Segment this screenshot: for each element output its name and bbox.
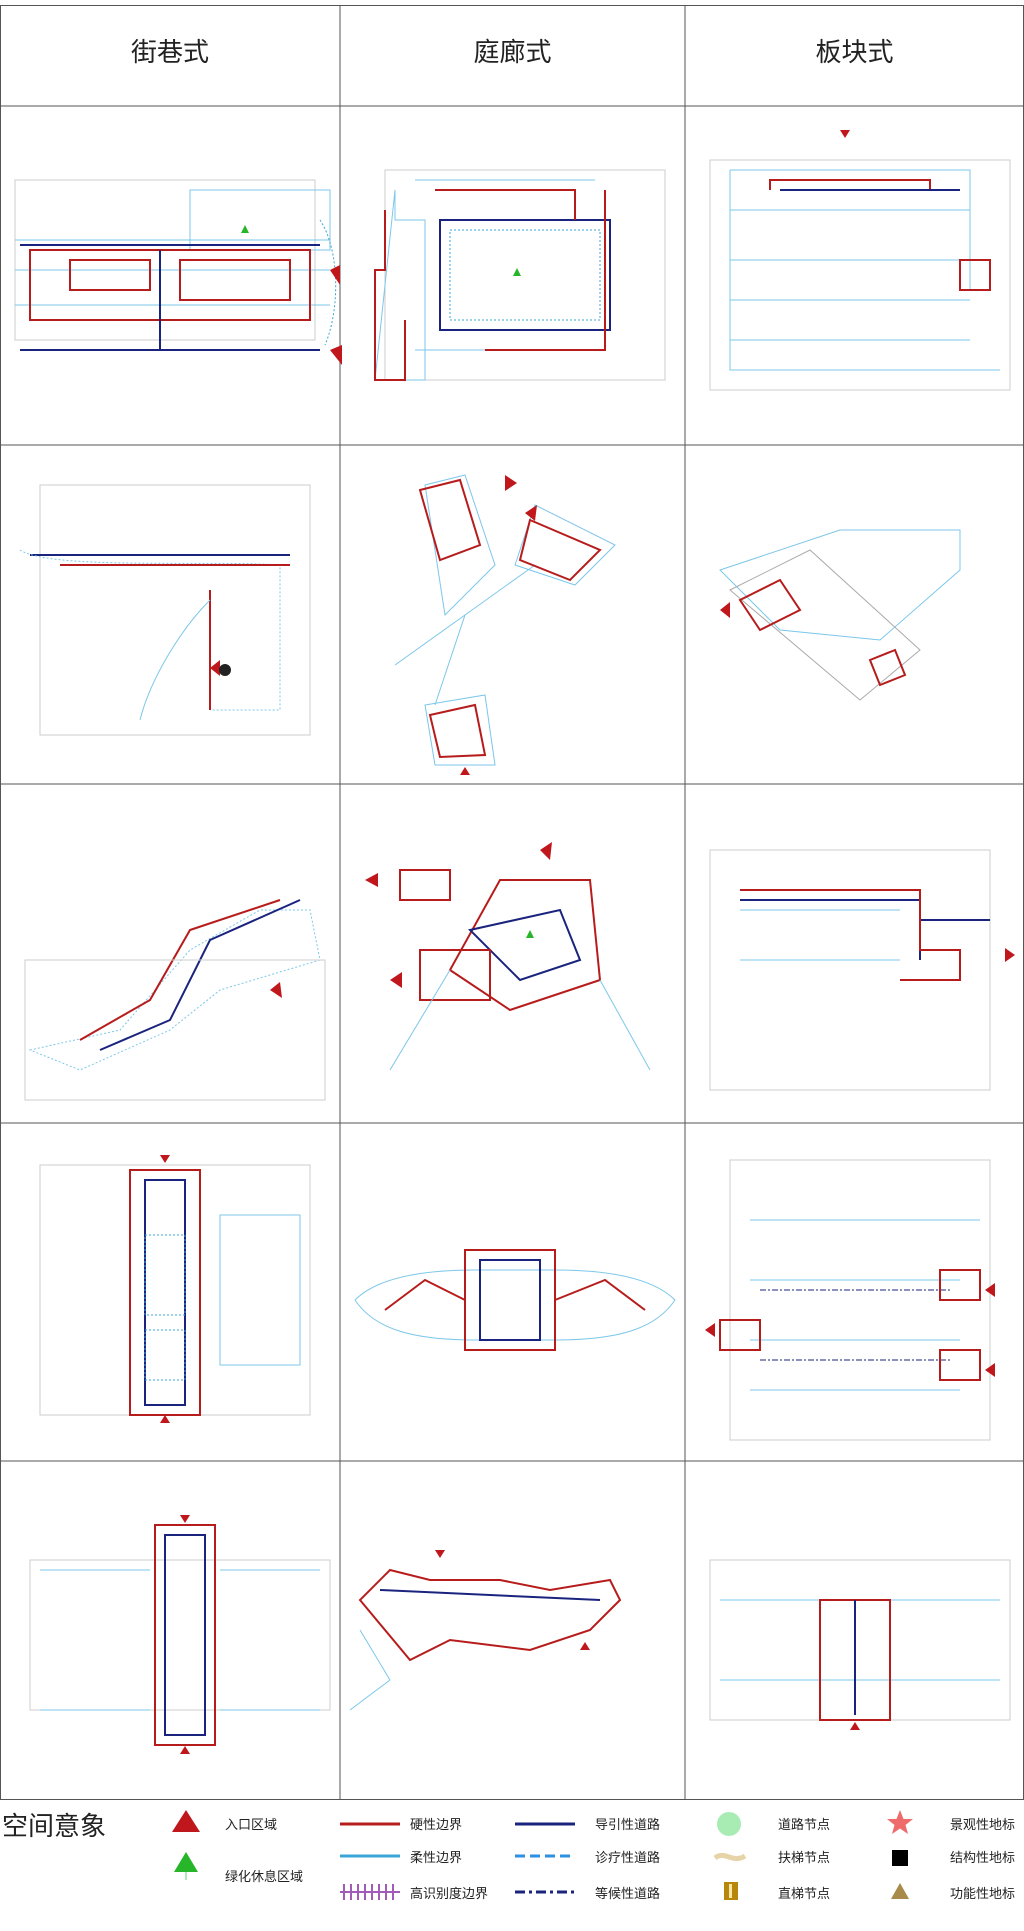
- plan-street-3: [24, 899, 326, 1101]
- plan-courtyard-4: [354, 1249, 676, 1351]
- legend-label-soft-boundary: 柔性边界: [410, 1851, 463, 1866]
- landscape-landmark-icon: [887, 1810, 913, 1834]
- plan-courtyard-3: [365, 842, 651, 1071]
- legend-label-treatment-road: 诊疗性道路: [595, 1851, 661, 1866]
- legend-label-landscape-landmark: 景观性地标: [950, 1818, 1016, 1833]
- legend-label-high-id-boundary: 高识别度边界: [410, 1887, 489, 1902]
- plan-street-2: [19, 484, 311, 736]
- structural-landmark-icon: [892, 1850, 908, 1866]
- functional-landmark-icon: [891, 1883, 909, 1899]
- legend-label-guide-road: 导引性道路: [595, 1818, 661, 1833]
- column-header-street: 街巷式: [130, 38, 209, 68]
- escalator-node-icon: [713, 1852, 747, 1862]
- plan-block-3: [709, 849, 1015, 1091]
- legend-label-structural-landmark: 结构性地标: [950, 1851, 1016, 1866]
- plan-courtyard-2: [394, 474, 616, 775]
- legend-symbols: [172, 1810, 913, 1900]
- legend-label-elevator-node: 直梯节点: [778, 1887, 831, 1902]
- plan-courtyard-1: [330, 169, 666, 381]
- legend-title: 空间意象: [2, 1812, 107, 1842]
- elevator-node-icon: [724, 1882, 738, 1900]
- high-id-boundary-icon: [340, 1884, 400, 1900]
- green-rest-icon: [174, 1852, 198, 1880]
- legend-label-green-rest: 绿化休息区域: [225, 1870, 304, 1885]
- plan-street-1: [14, 179, 340, 351]
- plan-block-2: [719, 529, 961, 701]
- road-node-icon: [717, 1812, 741, 1836]
- plan-block-5: [709, 1559, 1011, 1730]
- column-header-courtyard: 庭廊式: [473, 38, 552, 68]
- legend-label-road-node: 道路节点: [778, 1818, 831, 1833]
- legend-label-waiting-road: 等候性道路: [595, 1887, 661, 1902]
- legend-label-entrance: 入口区域: [225, 1818, 278, 1833]
- entrance-icon: [172, 1810, 200, 1832]
- column-header-block: 板块式: [815, 38, 894, 68]
- plan-block-4: [705, 1159, 995, 1441]
- plan-street-5: [29, 1515, 331, 1754]
- plan-block-1: [709, 130, 1011, 391]
- legend-label-functional-landmark: 功能性地标: [950, 1887, 1016, 1902]
- plan-street-4: [39, 1155, 311, 1423]
- legend-label-escalator-node: 扶梯节点: [778, 1851, 831, 1866]
- plan-diagram-grid: [0, 5, 1024, 1800]
- plan-courtyard-5: [349, 1550, 622, 1711]
- legend-label-hard-boundary: 硬性边界: [410, 1818, 463, 1833]
- grid-lines: [0, 5, 1024, 1800]
